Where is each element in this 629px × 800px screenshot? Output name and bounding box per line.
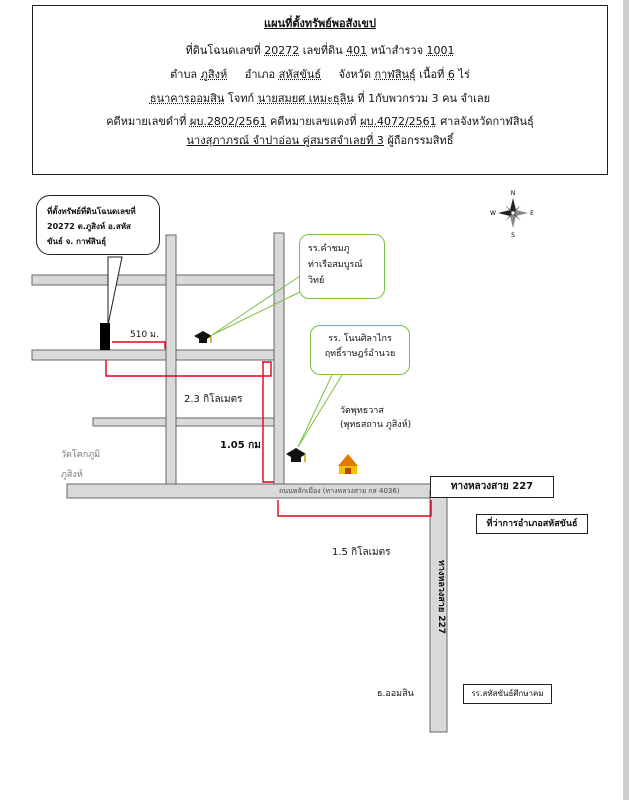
school1-callout: รร.คำชมภู ท่าเรือสมบูรณ์ วิทย์ <box>299 234 385 299</box>
plaintiff: ธนาคารออมสิน <box>149 92 225 105</box>
black-case-no: ผบ.2802/2561 <box>189 115 267 128</box>
compass-e: E <box>530 210 534 217</box>
road-lower-horizontal <box>92 417 275 427</box>
distance-1-5km-label: 1.5 กิโลเมตร <box>332 547 391 558</box>
map-title: แผนที่ตั้งทรัพย์พอสังเขป <box>264 17 376 30</box>
deed-line: ที่ดินโฉนดเลขที่ 20272 เลขที่ดิน 401 หน้… <box>33 41 607 59</box>
school-pointers <box>211 275 343 448</box>
land-label: เลขที่ดิน <box>302 44 343 57</box>
road-network <box>31 232 448 733</box>
school3-box: รร.สหัสขันธ์ศึกษาคม <box>463 684 552 704</box>
survey-label: หน้าสำรวจ <box>370 44 424 57</box>
distance-2-3km-label: 2.3 กิโลเมตร <box>184 394 243 405</box>
route-2-3km <box>105 360 272 377</box>
route-1-05km <box>262 362 274 483</box>
parties-line: ธนาคารออมสิน โจทก์ นายสมยศ เหมะธุลิน ที่… <box>33 89 607 107</box>
case-line: คดีหมายเลขดำที่ ผบ.2802/2561 คดีหมายเลขแ… <box>33 112 607 130</box>
red-case-label: คดีหมายเลขแดงที่ <box>270 115 357 128</box>
district-office-box: ที่ว่าการอำเภอสหัสขันธ์ <box>476 514 588 534</box>
route-510m <box>112 341 166 349</box>
bank-label: ธ.ออมสิน <box>377 689 414 699</box>
defendant-rest: ที่ 1กับพวกรวม 3 คน จำเลย <box>357 92 491 105</box>
temple-right-label: วัดพุทธวาส (พุทธสถาน ภูสิงห์) <box>340 406 412 430</box>
road-left-vertical <box>165 234 177 486</box>
deed-no: 20272 <box>264 44 300 57</box>
province: กาฬสินธุ์ <box>374 68 416 81</box>
graduation-cap-icon <box>194 331 212 343</box>
owner-name: นางสุภาภรณ์ จำปาอ่อน คู่สมรสจำเลยที่ 3 <box>186 134 384 147</box>
amphoe: สหัสขันธ์ <box>278 68 322 81</box>
property-marker <box>100 323 110 350</box>
school2-callout: รร. โนนศิลาไกร ฤทธิ์ราษฎร์อำนวย <box>310 325 410 375</box>
property-callout: ที่ตั้งทรัพย์ที่ดินโฉนดเลขที่ 20272 ต.ภู… <box>36 195 160 255</box>
header-box: แผนที่ตั้งทรัพย์พอสังเขป ที่ดินโฉนดเลขที… <box>32 5 608 175</box>
amphoe-label: อำเภอ <box>244 68 276 81</box>
location-line: ตำบล ภูสิงห์ อำเภอ สหัสขันธ์ จังหวัด กาฬ… <box>33 65 607 83</box>
distance-1-05km-label: 1.05 กม <box>220 440 261 451</box>
distance-routes <box>105 341 432 517</box>
route-1-5km <box>277 500 432 517</box>
court: ศาลจังหวัดกาฬสินธุ์ <box>440 115 534 128</box>
province-label: จังหวัด <box>338 68 371 81</box>
survey-no: 1001 <box>426 44 455 57</box>
compass-rose-icon: N E S W <box>490 190 534 239</box>
land-no: 401 <box>346 44 368 57</box>
graduation-cap-icon <box>286 448 306 462</box>
owner-line: นางสุภาภรณ์ จำปาอ่อน คู่สมรสจำเลยที่ 3 ผ… <box>33 131 607 149</box>
school1-pointer <box>211 275 309 336</box>
tambon-label: ตำบล <box>170 68 198 81</box>
temple-left-label-2: ภูสิงห์ <box>61 470 83 480</box>
black-case-label: คดีหมายเลขดำที่ <box>106 115 187 128</box>
main-road-label: ถนนหลักเมือง (ทางหลวงสาย กส 4036) <box>279 487 400 495</box>
school2-pointer <box>297 374 343 448</box>
compass-s: S <box>511 232 515 239</box>
plaintiff-label: โจทก์ <box>227 92 255 105</box>
road-mid-horizontal <box>31 349 275 361</box>
deed-label: ที่ดินโฉนดเลขที่ <box>185 44 261 57</box>
highway-227-box: ทางหลวงสาย 227 <box>430 476 554 498</box>
tambon: ภูสิงห์ <box>200 68 228 81</box>
property-callout-pointer <box>107 256 123 326</box>
temple-left-label-1: วัดโคกภูมิ <box>61 450 101 460</box>
area: 6 <box>447 68 455 81</box>
page-edge <box>623 0 629 800</box>
temple-icon <box>338 454 358 474</box>
red-case-no: ผบ.4072/2561 <box>360 115 437 128</box>
road-right-vertical <box>273 232 285 489</box>
road-top-horizontal <box>31 274 275 286</box>
distance-510m-label: 510 ม. <box>130 330 159 340</box>
compass-n: N <box>511 190 516 197</box>
area-unit: ไร่ <box>458 68 470 81</box>
owner-label: ผู้ถือกรรมสิทธิ์ <box>387 134 454 147</box>
compass-w: W <box>490 210 496 217</box>
highway-227-vertical-label: ทางหลวงสาย 227 <box>436 560 446 635</box>
defendant: นายสมยศ เหมะธุลิน <box>257 92 354 105</box>
area-label: เนื้อที่ <box>419 68 445 81</box>
